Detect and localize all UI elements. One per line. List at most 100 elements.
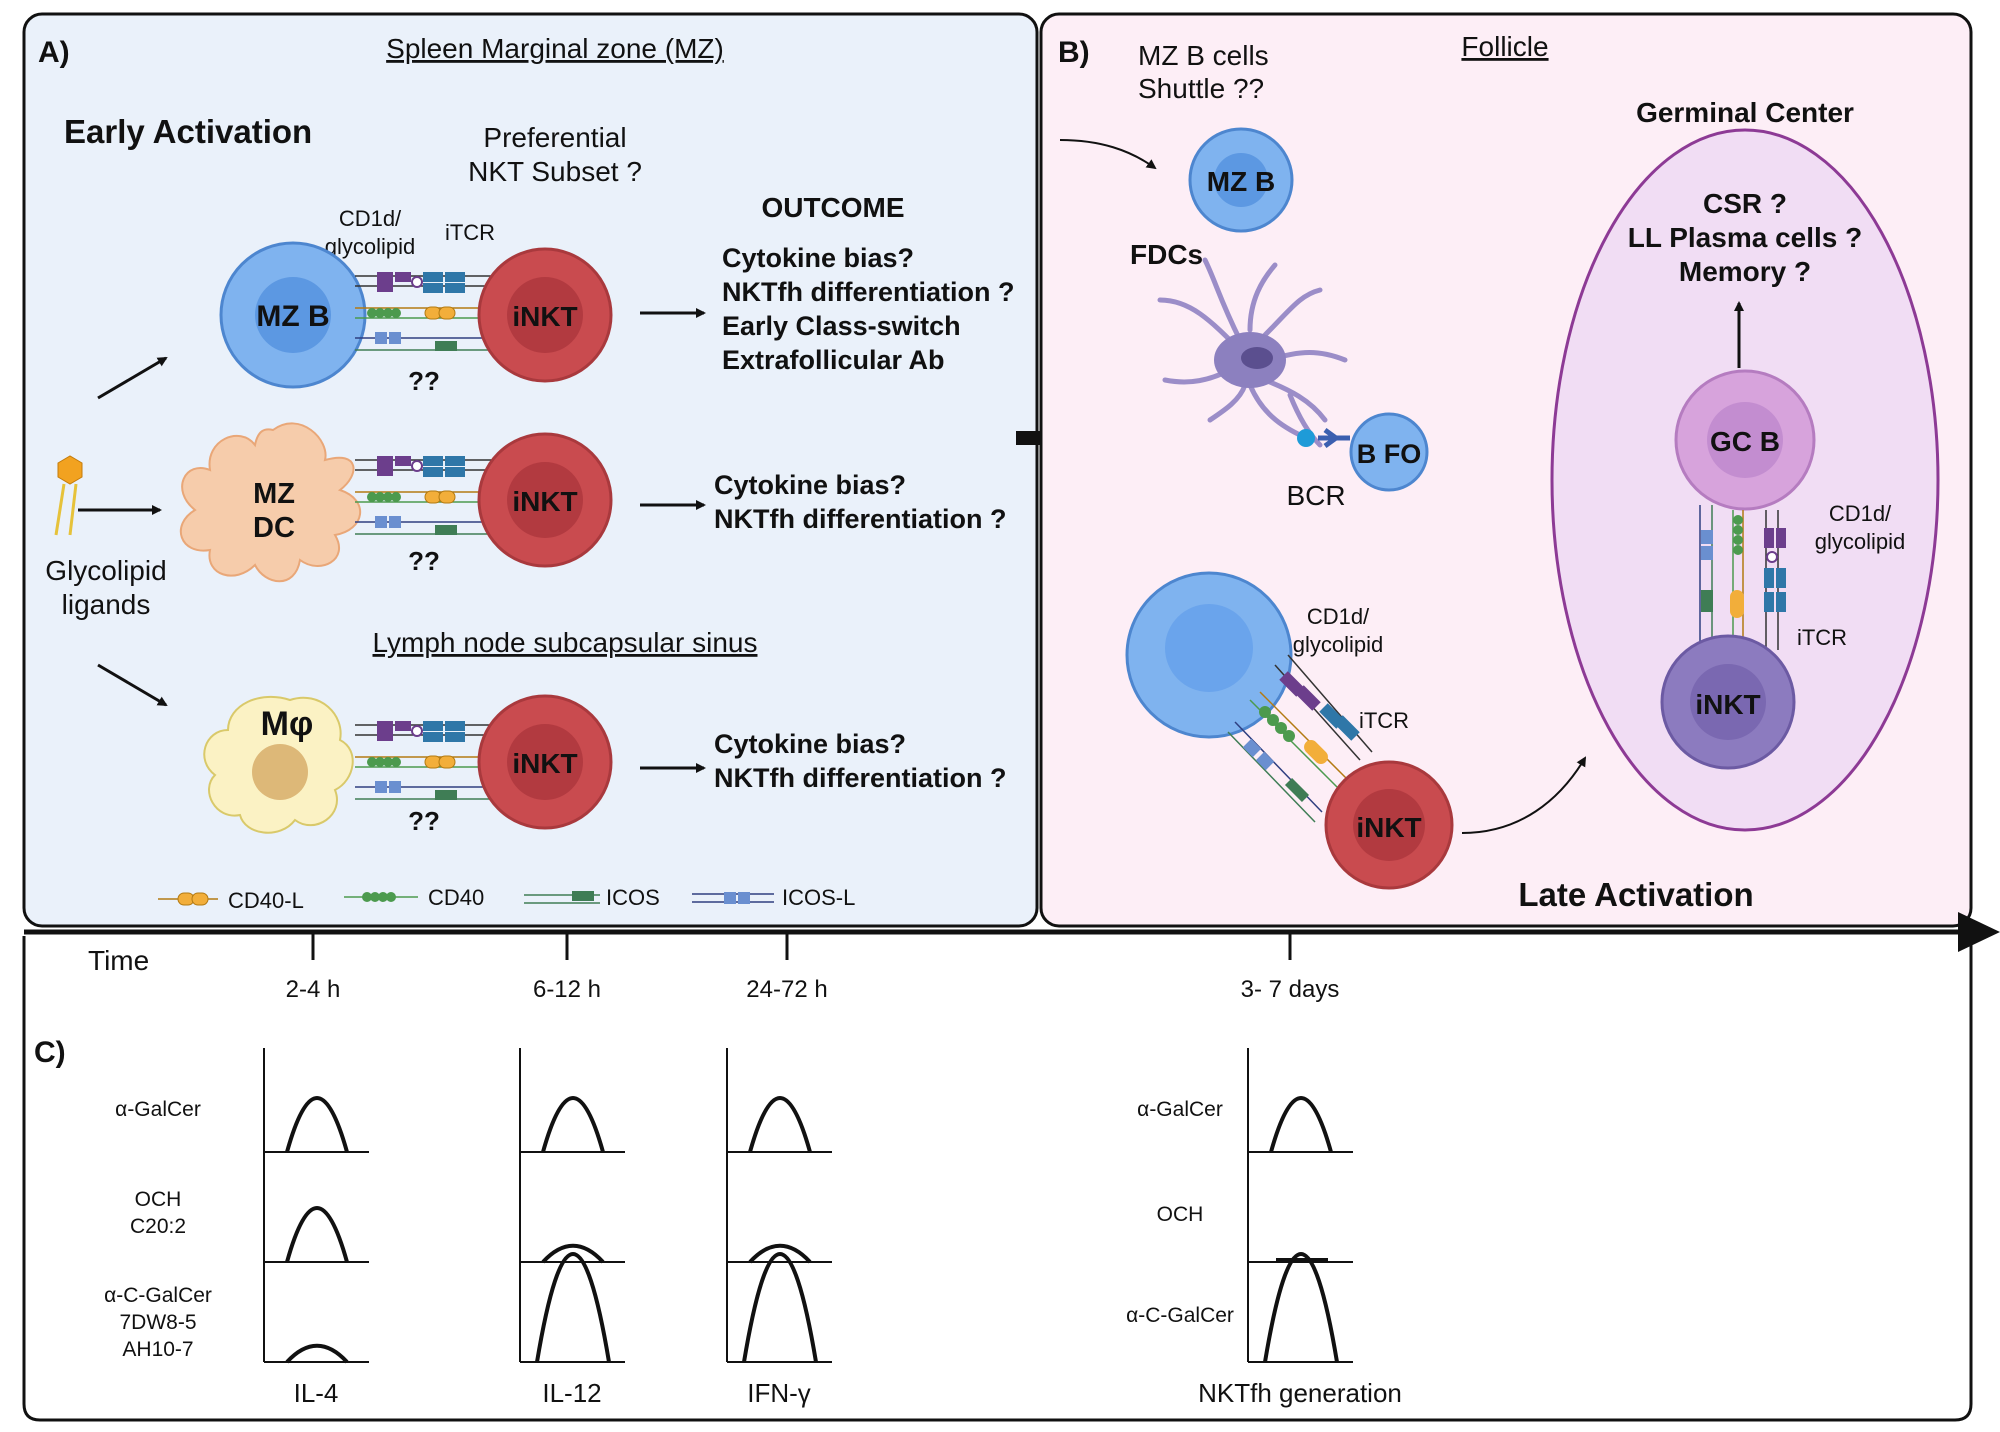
- row2-mzdc-label-line1: MZ: [253, 478, 295, 510]
- mini-plot-curve: [748, 1096, 812, 1153]
- follicle-inkt-cell: [1324, 760, 1454, 890]
- mini-plot-curve: [541, 1243, 605, 1264]
- gc-inkt-cell: [1660, 634, 1796, 770]
- row1-outcome-1: Cytokine bias?: [722, 243, 914, 273]
- mini-plot-curve: [285, 1096, 349, 1153]
- row2-mzdc-cell: [179, 422, 361, 583]
- panel-c-right-row-label: α-C-GalCer: [1126, 1304, 1234, 1327]
- row2-qq: ??: [408, 546, 440, 576]
- row3-inkt-cell: [477, 694, 613, 830]
- follicle-synapse: [1227, 654, 1373, 823]
- gc-outcome-3: Memory ?: [1679, 256, 1811, 287]
- row2-inkt-cell: [477, 432, 613, 568]
- row1-outcome-3: Early Class-switch: [722, 311, 961, 341]
- late-activation-label: Late Activation: [1518, 876, 1753, 913]
- row3-outcome-2: NKTfh differentiation ?: [714, 763, 1006, 793]
- row2-outcome-1: Cytokine bias?: [714, 470, 906, 500]
- fdc-cell: [1157, 257, 1348, 448]
- gcb-cell: [1674, 369, 1816, 511]
- timeline-tick-label: 2-4 h: [286, 976, 341, 1003]
- glycolipid-label-line1: Glycolipid: [45, 555, 166, 586]
- fdcs-label: FDCs: [1130, 239, 1203, 270]
- outcome-header: OUTCOME: [761, 192, 904, 223]
- fdc-body: [1214, 332, 1286, 388]
- panel-c-left-row-label: C20:2: [130, 1215, 186, 1238]
- panel-a-title: Spleen Marginal zone (MZ): [386, 33, 724, 64]
- bfo-cell: [1349, 412, 1429, 492]
- row1-outcome-2: NKTfh differentiation ?: [722, 277, 1014, 307]
- panel-c-left-row-label: α-GalCer: [115, 1098, 201, 1121]
- glycolipid-label-line2: ligands: [62, 589, 151, 620]
- legend-icos-icon: [524, 891, 600, 904]
- mini-plot-curve: [541, 1096, 605, 1153]
- preferential-line2: NKT Subset ?: [468, 156, 642, 187]
- mz-shuttle-line2: Shuttle ??: [1138, 73, 1264, 104]
- arrow-to-mphi: [97, 663, 168, 707]
- follicle-itcr-label: iTCR: [1359, 708, 1409, 733]
- follicle-cd1d-line2: glycolipid: [1293, 632, 1384, 657]
- bfo-label: B FO: [1357, 439, 1422, 469]
- panel-b-letter: B): [1058, 36, 1090, 69]
- row1-outcome-4: Extrafollicular Ab: [722, 345, 945, 375]
- row2-outcome-2: NKTfh differentiation ?: [714, 504, 1006, 534]
- itcr-label: iTCR: [445, 220, 495, 245]
- mini-plot-curve: [535, 1252, 611, 1363]
- early-activation-label: Early Activation: [64, 113, 312, 150]
- gc-cd1d-line1: CD1d/: [1829, 501, 1892, 526]
- bcr-receptor-icon: [1318, 427, 1350, 449]
- legend-icosl-label: ICOS-L: [782, 885, 855, 910]
- legend-icos-label: ICOS: [606, 885, 660, 910]
- row1-mzb-cell: [219, 241, 367, 389]
- gc-itcr-label: iTCR: [1797, 625, 1847, 650]
- timeline-tick-label: 24-72 h: [746, 976, 827, 1003]
- row3-qq: ??: [408, 806, 440, 836]
- panel-c-right-row-label: α-GalCer: [1137, 1098, 1223, 1121]
- cd1d-label-line2: glycolipid: [325, 234, 416, 259]
- mz-shuttle-line1: MZ B cells: [1138, 40, 1269, 71]
- timeline-tick-label: 3- 7 days: [1241, 976, 1340, 1003]
- row2-inkt-label: iNKT: [512, 486, 577, 517]
- arrow-to-mzb: [97, 356, 168, 400]
- lymph-node-label: Lymph node subcapsular sinus: [373, 627, 758, 658]
- legend-cd40l-label: CD40-L: [228, 888, 304, 913]
- legend-cd40-icon: [344, 892, 418, 902]
- to-germinal-center-arrow: [1461, 756, 1587, 834]
- mini-plot-curve: [742, 1252, 818, 1363]
- legend-cd40-label: CD40: [428, 885, 484, 910]
- row1-qq: ??: [408, 366, 440, 396]
- panel-c-left-row-label: OCH: [135, 1188, 182, 1211]
- bcr-label: BCR: [1286, 480, 1345, 511]
- gc-outcome-2: LL Plasma cells ?: [1628, 222, 1863, 253]
- timeline-label: Time: [88, 945, 149, 976]
- follicle-label: Follicle: [1461, 31, 1548, 62]
- panel-c-letter: C): [34, 1036, 66, 1069]
- panel-c-right-row-label: OCH: [1157, 1203, 1204, 1226]
- panel-b-mzb-cell: [1188, 127, 1294, 233]
- mini-plot-curve: [748, 1243, 812, 1264]
- panel-c-background: [22, 936, 1973, 1422]
- row3-macrophage-cell: [203, 695, 354, 834]
- mini-plot-curve: [285, 1206, 349, 1263]
- mini-plot-column-label: NKTfh generation: [1198, 1378, 1402, 1408]
- panel-b-mzb-label: MZ B: [1207, 166, 1275, 197]
- follicle-cd1d-line1: CD1d/: [1307, 604, 1370, 629]
- timeline-tick-label: 6-12 h: [533, 976, 601, 1003]
- mini-plot-curve: [285, 1343, 349, 1364]
- cd1d-label-line1: CD1d/: [339, 206, 402, 231]
- mini-plot-curve: [1269, 1096, 1333, 1153]
- row1-mzb-label: MZ B: [256, 300, 329, 333]
- row1-inkt-cell: [477, 247, 613, 383]
- mini-plot-column-label: IL-4: [294, 1378, 339, 1408]
- mini-plot-column-label: IL-12: [542, 1378, 601, 1408]
- legend-icosl-icon: [692, 892, 774, 904]
- panel-c-left-row-label: α-C-GalCer: [104, 1284, 212, 1307]
- preferential-line1: Preferential: [483, 122, 626, 153]
- panel-a-letter: A): [38, 36, 70, 69]
- panel-c-left-row-label: AH10-7: [122, 1338, 193, 1361]
- row3-macrophage-label: Mφ: [261, 705, 314, 743]
- follicle-inkt-label: iNKT: [1356, 812, 1421, 843]
- glycolipid-ligand-icon: [54, 455, 83, 536]
- mini-plot-curve: [1263, 1252, 1339, 1363]
- row3-inkt-label: iNKT: [512, 748, 577, 779]
